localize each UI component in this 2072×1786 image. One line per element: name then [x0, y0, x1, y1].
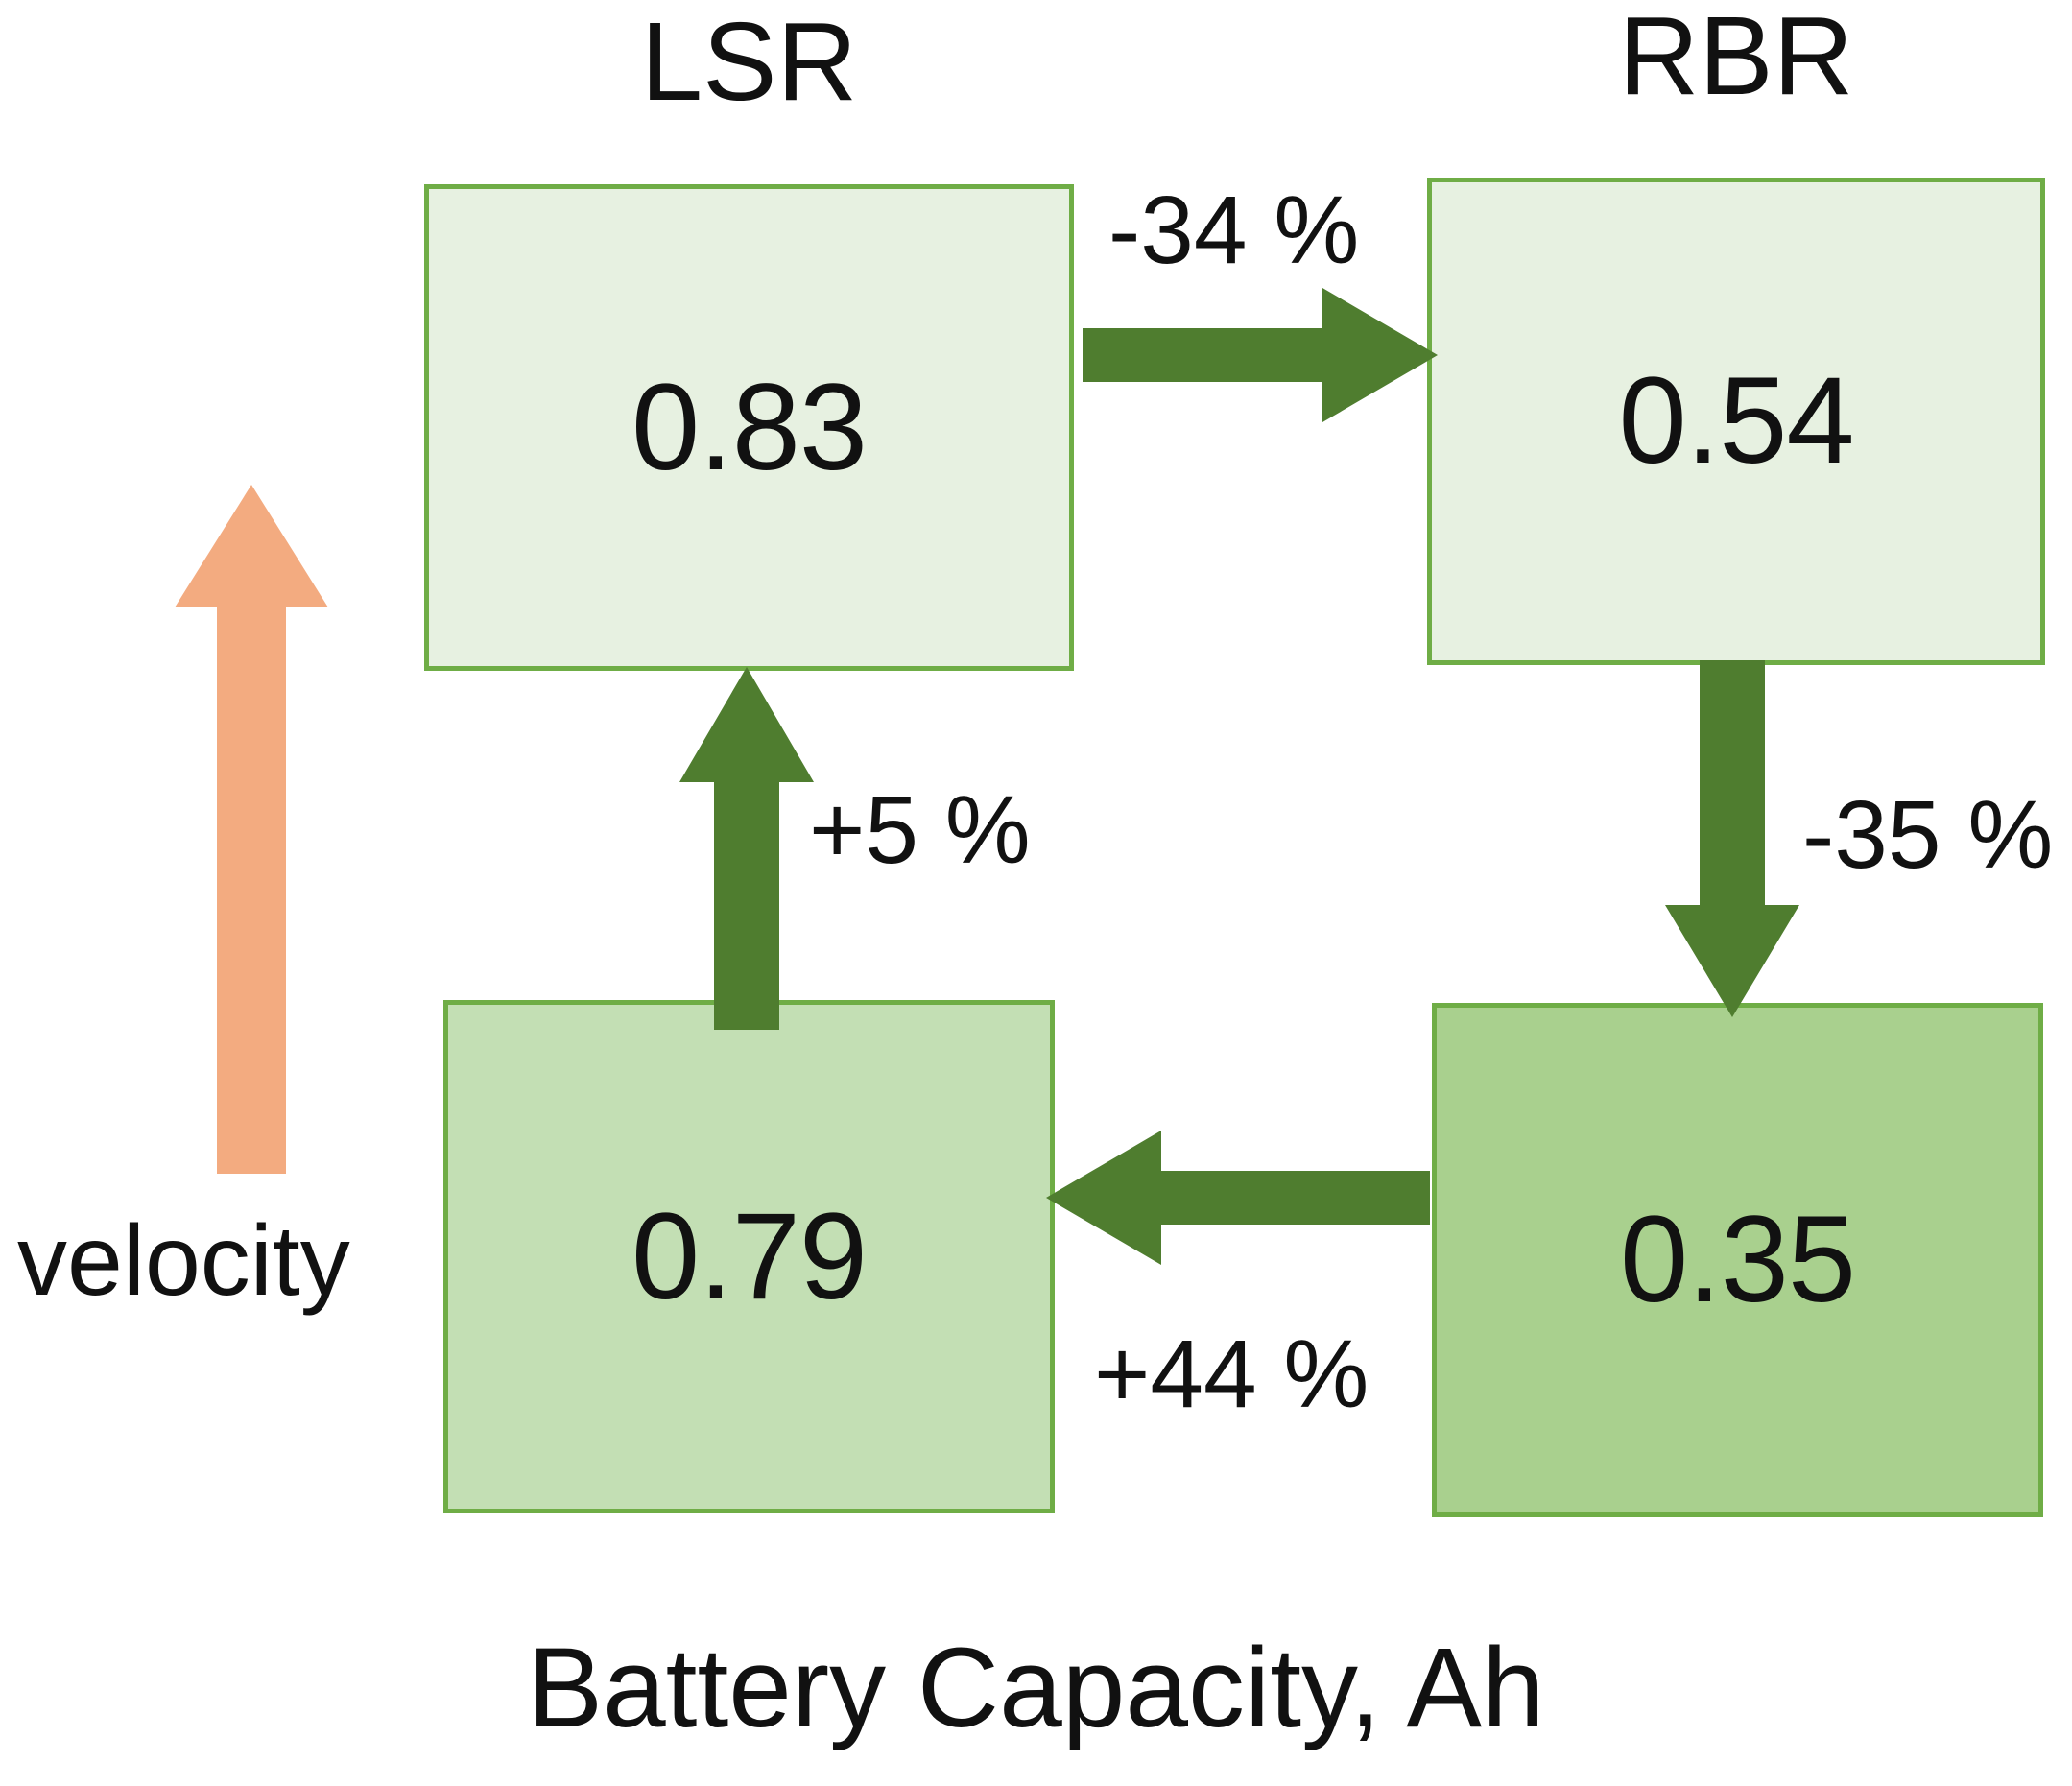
transition-arrow-down-icon — [1665, 660, 1799, 1017]
transition-arrow-right-icon — [1083, 288, 1438, 422]
axis-label-velocity: velocity — [17, 1205, 350, 1317]
cell-lsr-high-velocity: 0.83 — [424, 184, 1074, 671]
cell-value: 0.79 — [631, 1187, 868, 1325]
cell-value: 0.35 — [1619, 1191, 1856, 1328]
cell-rbr-high-velocity: 0.54 — [1427, 178, 2045, 665]
transition-label-rbr-top-to-bottom: -35 % — [1802, 781, 2054, 889]
transition-arrow-up-icon — [679, 667, 814, 1030]
cell-rbr-low-velocity: 0.35 — [1432, 1003, 2043, 1517]
column-title-lsr: LSR — [640, 0, 858, 124]
cell-value: 0.83 — [631, 358, 868, 496]
axis-label-battery-capacity: Battery Capacity, Ah — [527, 1625, 1545, 1751]
cell-lsr-low-velocity: 0.79 — [443, 1000, 1055, 1513]
transition-label-rbr-to-lsr-bottom: +44 % — [1094, 1321, 1369, 1428]
velocity-arrow-up-icon — [175, 485, 328, 1174]
transition-arrow-left-icon — [1046, 1131, 1430, 1265]
column-title-rbr: RBR — [1618, 0, 1854, 118]
transition-label-lsr-bottom-to-top: +5 % — [809, 776, 1031, 884]
cell-value: 0.54 — [1618, 352, 1854, 489]
transition-label-lsr-to-rbr-top: -34 % — [1108, 177, 1360, 284]
